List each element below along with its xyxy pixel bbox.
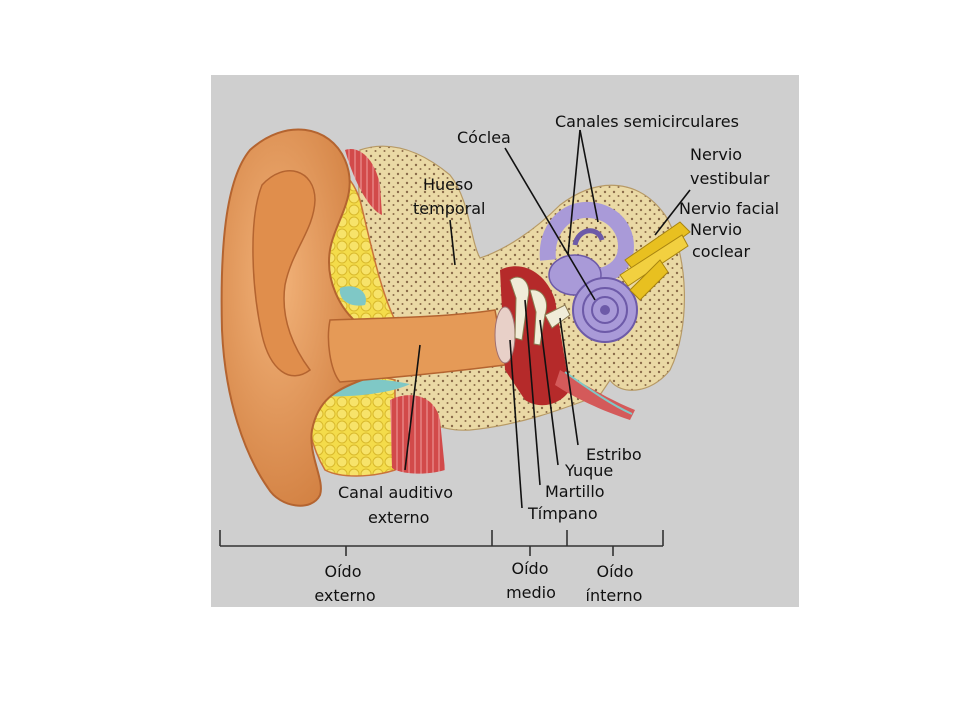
leader-canales-1 <box>567 129 581 256</box>
lower-muscle <box>390 395 445 474</box>
leader-lines <box>404 129 691 509</box>
label-yunque: Yuque <box>564 461 613 480</box>
region-interno-1: Oído <box>597 562 634 581</box>
label-nervio-facial: Nervio facial <box>679 199 779 218</box>
tube-stripe <box>564 371 633 415</box>
cochlea <box>572 277 638 343</box>
incus <box>529 289 547 346</box>
eustachian-tube <box>555 370 635 420</box>
leader-canal <box>404 344 421 471</box>
leader-yunque <box>539 319 559 466</box>
label-canales: Canales semicirculares <box>555 112 739 131</box>
leader-coclea <box>504 147 596 301</box>
semicircular-canals <box>539 201 634 285</box>
leader-martillo <box>524 299 541 486</box>
label-martillo: Martillo <box>545 482 605 501</box>
label-nervio-vest-1: Nervio <box>690 145 742 164</box>
malleus <box>509 276 530 341</box>
cochlear-nerve <box>629 259 669 301</box>
label-timpano: Tímpano <box>527 504 598 523</box>
label-canal-1: Canal auditivo <box>338 483 453 502</box>
region-bracket <box>219 530 664 556</box>
label-nervio-coclear-1: Nervio <box>690 220 742 239</box>
label-nervio-coclear-2: coclear <box>692 242 750 261</box>
leader-estribo <box>559 317 579 446</box>
label-estribo: Estribo <box>586 445 642 464</box>
ear-canal <box>327 309 506 383</box>
leader-timpano <box>509 339 523 509</box>
region-medio-2: medio <box>506 583 556 602</box>
stapes <box>544 304 571 329</box>
region-externo-1: Oído <box>325 562 362 581</box>
eardrum <box>494 306 516 364</box>
label-coclea: Cóclea <box>457 128 511 147</box>
upper-muscle <box>345 149 382 215</box>
region-interno-2: ínterno <box>586 586 643 605</box>
label-hueso-1: Hueso <box>423 175 473 194</box>
mid-cartilage <box>339 286 366 306</box>
label-hueso-2: temporal <box>413 199 485 218</box>
region-externo-2: externo <box>314 586 375 605</box>
facial-nerve <box>619 234 689 287</box>
semicircular-canal-inner <box>572 228 605 246</box>
label-nervio-vest-2: vestibular <box>690 169 770 188</box>
region-medio-1: Oído <box>512 559 549 578</box>
leader-canales-2 <box>579 129 599 223</box>
pinna-fold <box>252 170 316 377</box>
leader-vestibular <box>654 189 691 236</box>
leader-hueso <box>449 219 456 266</box>
label-canal-2: externo <box>368 508 429 527</box>
